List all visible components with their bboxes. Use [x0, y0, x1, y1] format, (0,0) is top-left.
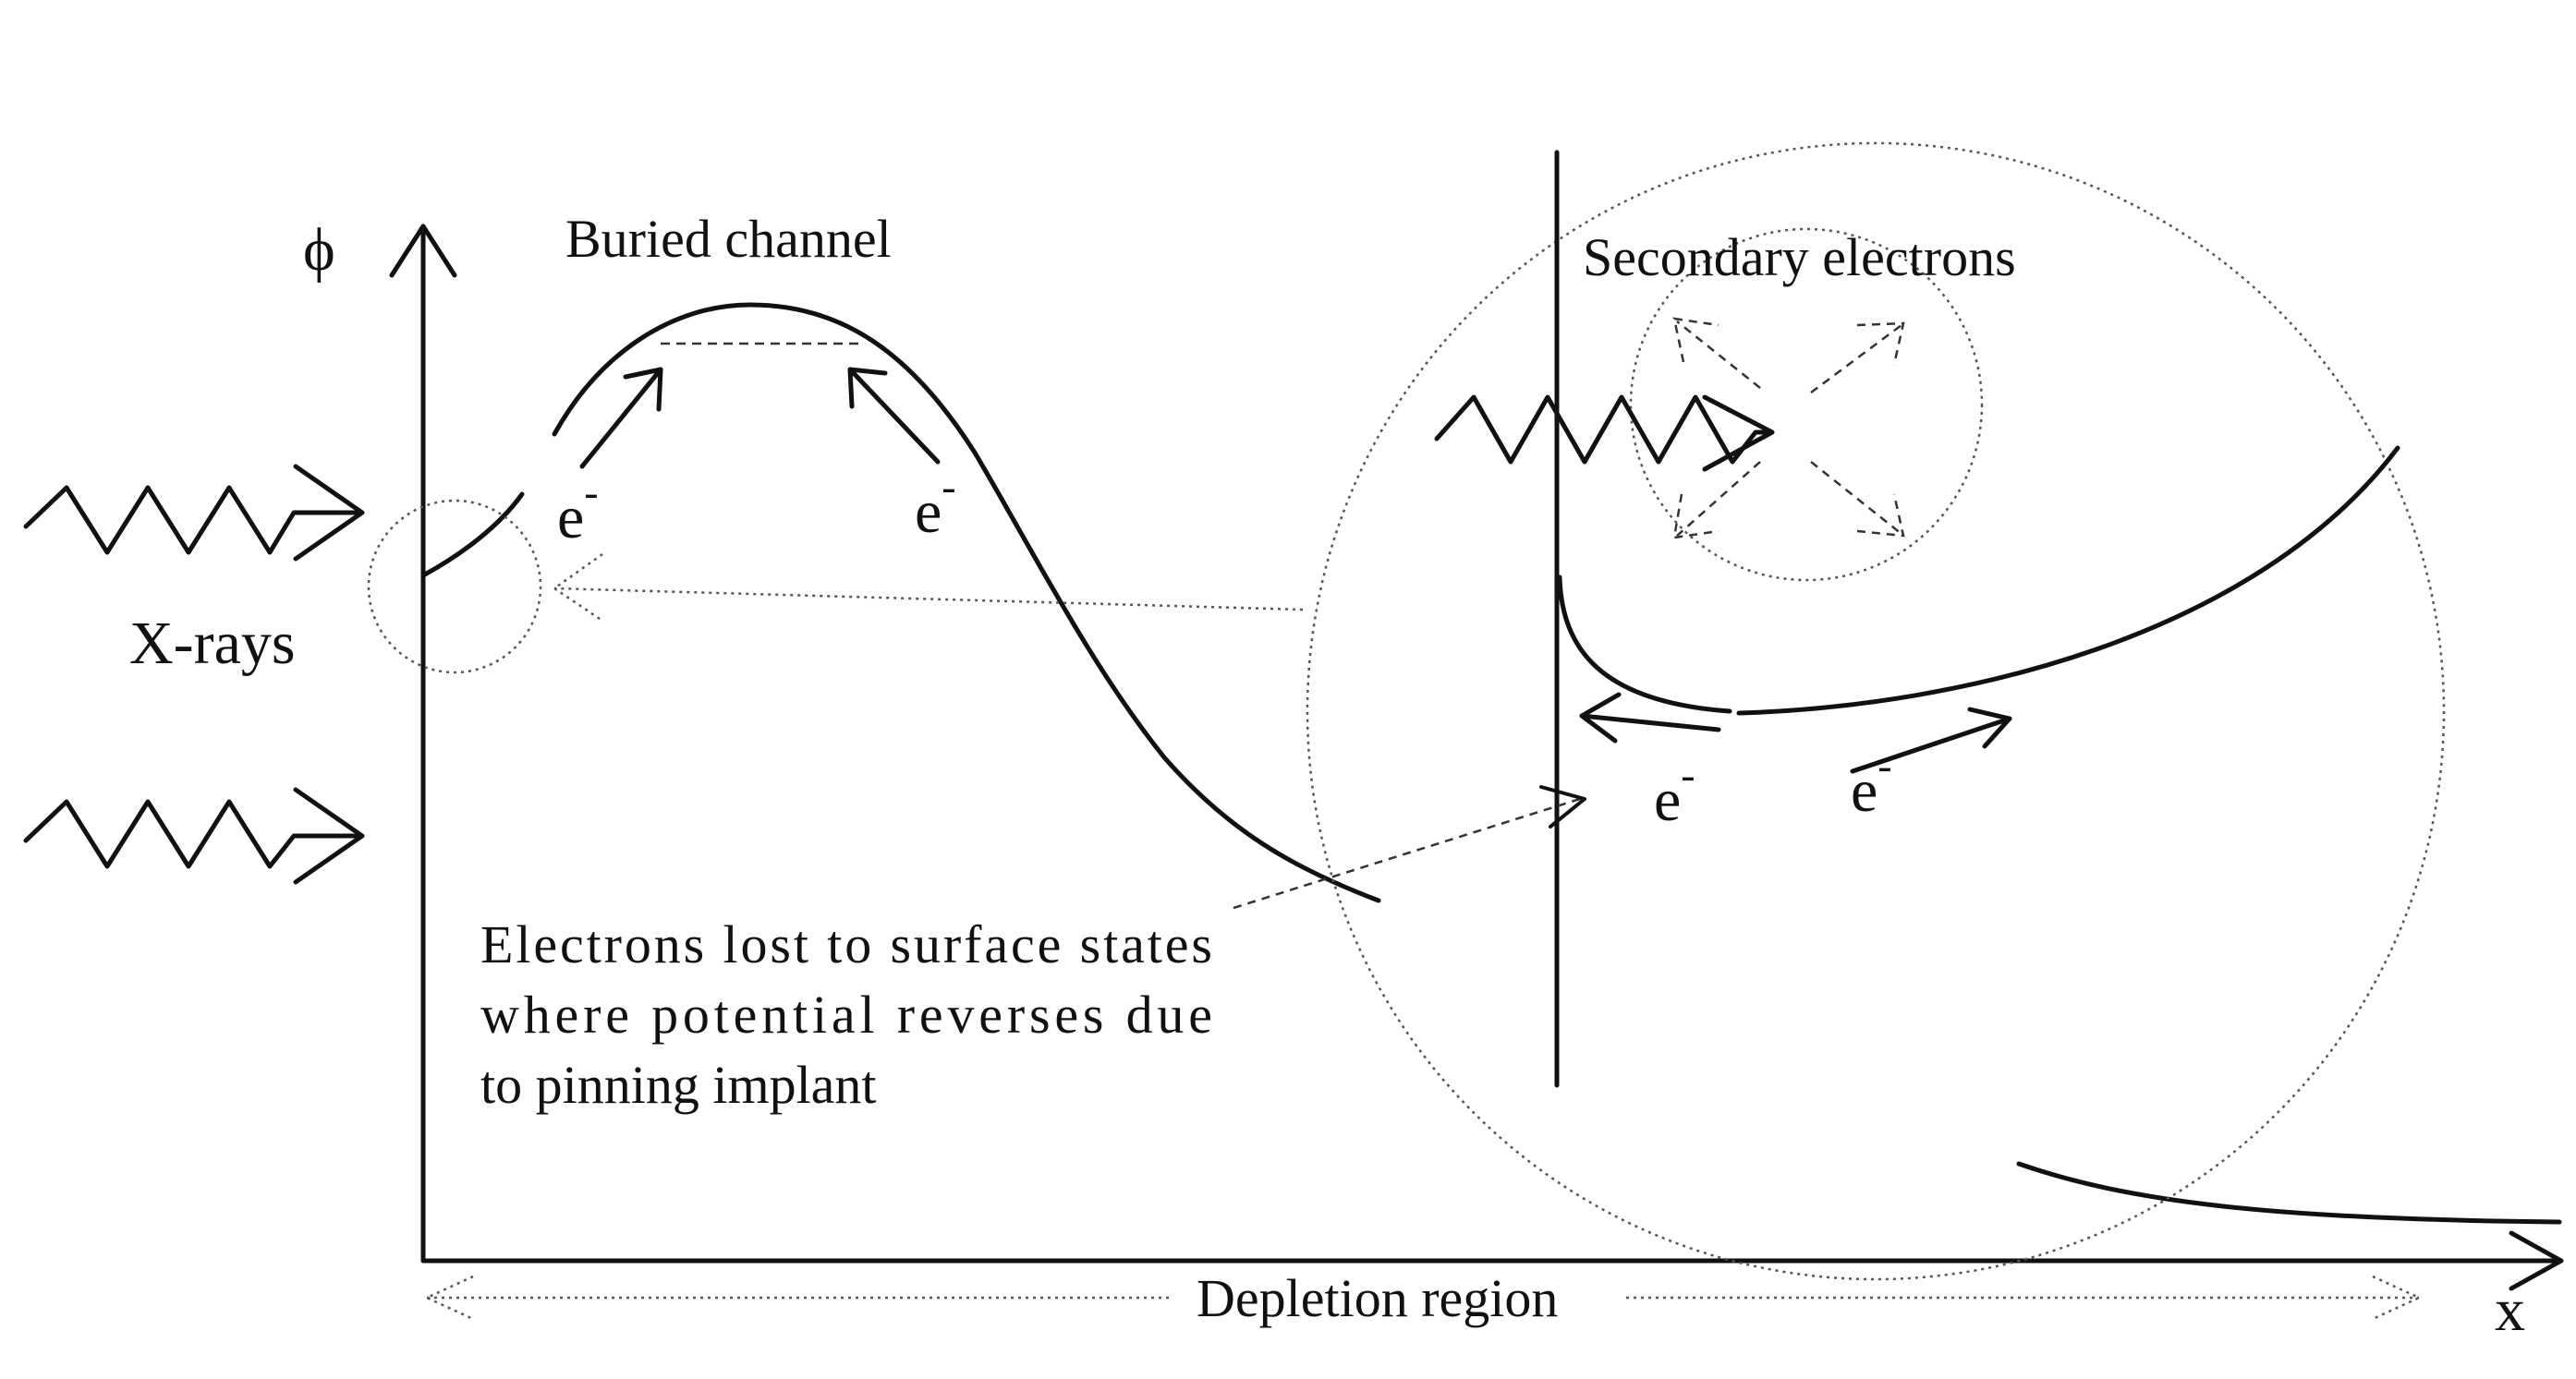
magnified-curve-right [1736, 445, 2400, 716]
electron-label-right: e- [915, 463, 956, 546]
potential-curve-surface [420, 491, 525, 578]
secondary-electron-arrowhead-down-right [1856, 493, 1905, 538]
electron-label-left: e- [557, 468, 599, 551]
secondary-electron-arrowhead-down-left [1672, 493, 1719, 539]
x-ray-squiggle-bottom [23, 799, 363, 869]
y-axis-label: ϕ [303, 216, 335, 284]
depletion-region-label: Depletion region [1197, 1268, 1558, 1328]
magnified-electron-arrow-right [1850, 716, 2012, 774]
magnified-electron-label-left: e- [1654, 751, 1695, 834]
secondary-electrons-circle [1629, 227, 1984, 582]
surface-states-note-line-2: where potential reverses due [480, 985, 1212, 1045]
electron-arrow-right [847, 367, 941, 465]
magnified-electron-arrow-right-head [1967, 707, 2012, 749]
y-axis-arrowhead [389, 224, 457, 278]
surface-states-pointer [1233, 797, 1581, 910]
x-ray-squiggle-top [23, 485, 363, 555]
incident-x-ray-arrowhead [1702, 394, 1775, 472]
magnified-circle [1306, 141, 2446, 1281]
depletion-region-arrowhead-right [2372, 1275, 2422, 1321]
potential-curve [552, 302, 1381, 903]
depletion-region-arrowhead-left [424, 1275, 474, 1321]
zoom-link-line [553, 587, 1304, 611]
secondary-electron-arrow-down-right [1810, 461, 1902, 535]
magnified-electron-arrow-left-head [1579, 692, 1622, 744]
buried-channel-label: Buried channel [565, 209, 892, 269]
surface-states-note-line-3: to pinning implant [480, 1055, 877, 1115]
magnified-electron-arrow-left [1579, 713, 1721, 732]
electron-arrow-left-head [623, 367, 663, 412]
x-rays-label: X-rays [129, 610, 296, 677]
small-zoom-circle [367, 499, 542, 674]
secondary-electrons-label: Secondary electrons [1583, 227, 2016, 287]
secondary-electron-arrow-up-right [1810, 323, 1902, 394]
x-axis-arrowhead [2509, 1230, 2564, 1291]
zoom-link-arrowhead [552, 552, 603, 623]
secondary-electron-arrow-down-left [1676, 461, 1761, 537]
incident-x-ray-squiggle [1434, 394, 1768, 465]
surface-states-pointer-head [1539, 785, 1586, 829]
magnified-electron-label-right: e- [1851, 742, 1892, 825]
potential-curve-tail [2016, 1161, 2562, 1225]
secondary-electron-arrowhead-up-right [1856, 321, 1905, 366]
electron-arrow-left [579, 367, 663, 469]
secondary-electron-arrowhead-up-left [1672, 317, 1719, 363]
x-ray-arrowhead-bottom [293, 787, 365, 885]
x-ray-arrowhead-top [293, 464, 365, 562]
secondary-electron-arrow-up-left [1676, 321, 1761, 389]
surface-states-note-line-1: Electrons lost to surface states [480, 914, 1212, 974]
electron-arrow-right-head [847, 367, 888, 409]
x-axis-label: x [2495, 1276, 2525, 1344]
magnified-curve-left [1557, 575, 1732, 714]
